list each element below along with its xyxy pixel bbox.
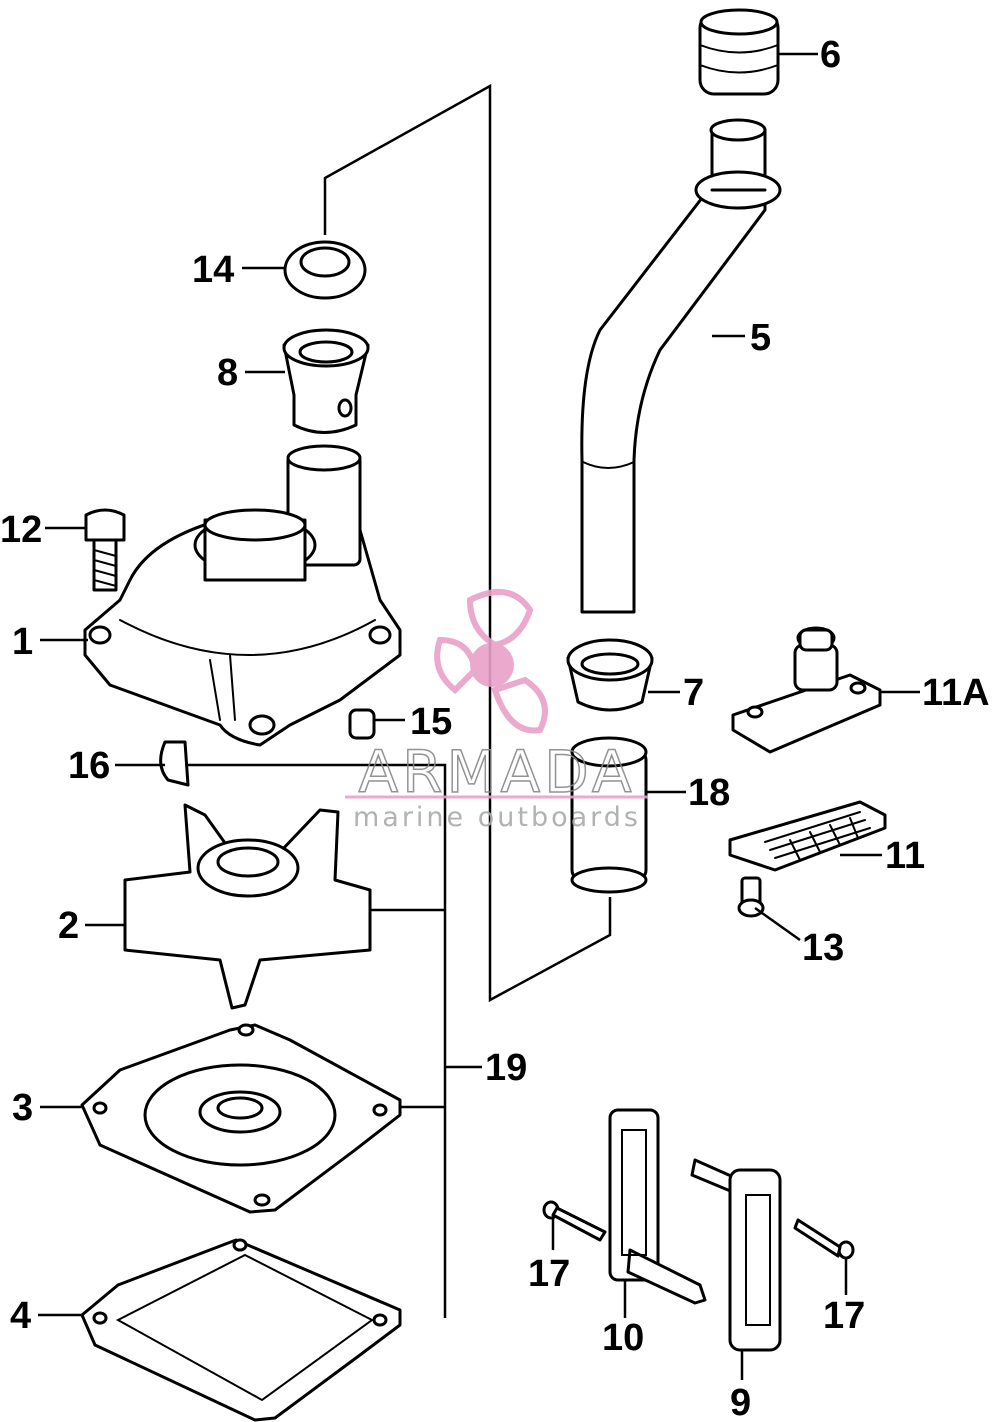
callout-16: 16 <box>68 745 110 787</box>
callout-11: 11 <box>885 835 925 877</box>
watermark-logo: ARMADA marine outboards <box>345 589 648 833</box>
callout-4: 4 <box>10 1295 31 1337</box>
part-18-sleeve <box>570 736 648 894</box>
callout-8: 8 <box>217 352 238 394</box>
part-9-bracket <box>690 1158 782 1352</box>
part-5-water-tube <box>580 118 782 614</box>
part-4-gasket <box>80 1238 402 1422</box>
callout-12: 12 <box>0 509 42 551</box>
part-8-bushing <box>282 328 370 434</box>
part-2-impeller <box>123 803 372 1010</box>
watermark-tagline: marine outboards <box>353 802 641 833</box>
kit-bracket-line <box>323 83 612 1003</box>
part-13-screw <box>737 876 765 918</box>
callout-14: 14 <box>192 249 234 291</box>
part-10-bracket <box>608 1108 707 1305</box>
part-14-seal <box>283 240 367 300</box>
part-1-pump-housing <box>83 444 402 747</box>
callout-5: 5 <box>750 317 771 359</box>
callout-15: 15 <box>410 701 452 743</box>
part-16-key <box>159 740 190 787</box>
callout-6: 6 <box>820 34 841 76</box>
callout-19: 19 <box>485 1047 527 1089</box>
callout-17-left: 17 <box>528 1253 570 1295</box>
part-15-pin <box>348 708 376 740</box>
callout-17-right: 17 <box>823 1295 865 1337</box>
callout-11a: 11A <box>922 672 990 714</box>
watermark-brand: ARMADA <box>358 738 635 806</box>
callout-13: 13 <box>802 927 844 969</box>
part-6-grommet <box>698 8 780 96</box>
part-7-bushing <box>566 638 654 712</box>
kit-bracket-19 <box>180 763 482 1318</box>
part-11a-plate <box>731 626 882 754</box>
callout-2: 2 <box>58 905 79 947</box>
part-12-bolt <box>84 508 126 592</box>
callout-18: 18 <box>688 772 730 814</box>
part-11-screen <box>728 800 887 872</box>
part-17-screw-right <box>793 1218 855 1260</box>
part-17-screw-left <box>542 1200 607 1242</box>
callout-7: 7 <box>683 672 704 714</box>
propeller-logo-icon <box>434 589 548 734</box>
part-3-plate <box>80 1023 402 1214</box>
callout-3: 3 <box>12 1087 33 1129</box>
callout-1: 1 <box>12 621 33 663</box>
callout-10: 10 <box>602 1317 644 1359</box>
leader-lines <box>38 52 920 1380</box>
callout-9: 9 <box>730 1382 751 1422</box>
